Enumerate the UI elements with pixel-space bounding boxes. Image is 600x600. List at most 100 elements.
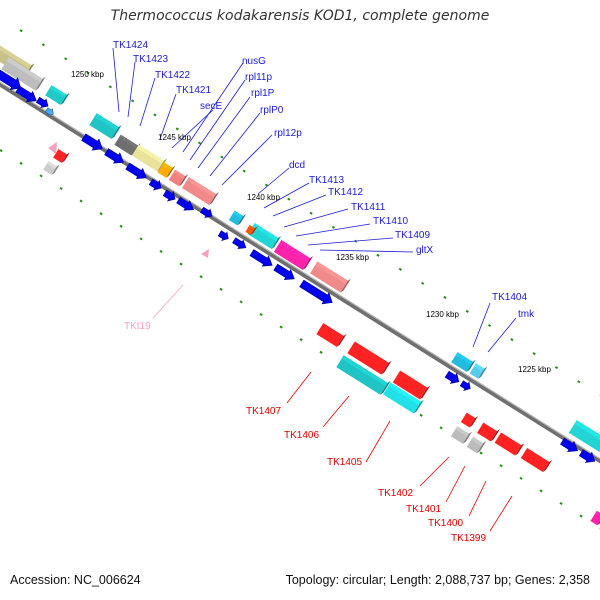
tick-mark: [119, 224, 123, 228]
cds-block-cap: [381, 360, 392, 375]
leader-line: [468, 480, 487, 517]
tick-tracks: [0, 29, 600, 530]
cds-block: [477, 422, 500, 442]
gene-label[interactable]: TK1424: [113, 40, 148, 51]
gene-label[interactable]: TK1421: [176, 85, 211, 96]
gene-label[interactable]: TK1409: [395, 230, 430, 241]
gene-label[interactable]: rplP0: [260, 105, 284, 116]
gene-label[interactable]: gltX: [416, 245, 434, 256]
cds-block-face: [316, 323, 344, 347]
cds-block: [336, 355, 391, 395]
gene-label[interactable]: TK1407: [246, 406, 281, 417]
trna-label[interactable]: TKt19: [124, 321, 151, 332]
cds-block-face: [45, 85, 67, 105]
cds-block-face: [520, 448, 550, 472]
trna-marker: [48, 142, 57, 154]
cds-block-cap: [271, 235, 282, 249]
tick-mark: [439, 426, 443, 430]
tick-mark: [519, 476, 523, 480]
cds-block-cap: [478, 366, 488, 379]
tick-mark: [499, 464, 503, 468]
gene-label[interactable]: TK1404: [492, 292, 527, 303]
cds-block-shine: [315, 261, 348, 285]
cds-block-face: [383, 382, 421, 414]
cds-arrow: [299, 279, 333, 305]
tick-mark: [421, 281, 425, 285]
gene-label[interactable]: TK1402: [378, 488, 413, 499]
cds-block-shine: [481, 422, 497, 435]
cds-block-cap: [466, 359, 476, 372]
cds-block-cap: [476, 441, 487, 454]
bottom-gene-labels: TK1407 TK1406 TK1405 TK1402 TK1401 TK140…: [246, 406, 486, 544]
cds-block-cap: [469, 415, 479, 428]
cds-block-shine: [173, 169, 186, 180]
gene-label[interactable]: TK1410: [373, 216, 408, 227]
scale-label: 1225 kbp: [518, 365, 551, 374]
gene-label[interactable]: dcd: [289, 160, 305, 171]
cds-block: [53, 149, 70, 163]
gene-label[interactable]: rpl1P: [251, 88, 275, 99]
tick-mark: [577, 380, 581, 384]
gene-label[interactable]: TK1411: [351, 202, 386, 213]
gene-label[interactable]: TK1405: [327, 457, 362, 468]
cds-block-shine: [232, 210, 244, 219]
cds-block-shine: [186, 176, 217, 198]
gene-label[interactable]: secE: [200, 101, 223, 112]
scale-label: 1250 kbp: [71, 70, 104, 79]
leader-line: [272, 194, 327, 217]
cds-arrow: [81, 133, 103, 151]
gene-label[interactable]: TK1422: [155, 70, 190, 81]
leader-line: [127, 61, 136, 118]
trna-leader-line: [152, 284, 184, 319]
tick-mark: [487, 323, 492, 328]
tick-mark: [287, 197, 291, 201]
cds-block-shine: [248, 225, 255, 231]
cds-block-cap: [60, 92, 70, 105]
cds-block-cap: [302, 256, 314, 270]
cds-block-shine: [455, 426, 470, 437]
cds-block-cap: [157, 158, 168, 172]
gene-label[interactable]: tmk: [518, 309, 535, 320]
cds-arrow: [444, 370, 460, 384]
trna-marker: [201, 249, 209, 258]
tick-mark: [179, 262, 183, 266]
cds-block-shine: [136, 144, 165, 164]
cds-block-shine: [118, 134, 138, 149]
gene-label[interactable]: rpl11p: [245, 72, 272, 83]
tick-mark: [259, 312, 263, 317]
cds-block-cap: [490, 429, 500, 442]
cds-block-face: [494, 432, 522, 456]
tick-mark: [175, 127, 179, 131]
gene-label[interactable]: TK1406: [284, 430, 319, 441]
tick-mark: [419, 413, 423, 417]
cds-arrow: [273, 263, 295, 281]
cds-arrow: [35, 96, 49, 108]
cds-block: [131, 144, 168, 172]
gene-label[interactable]: TK1423: [133, 54, 168, 65]
leader-line: [263, 182, 310, 209]
leader-line: [319, 249, 414, 253]
cds-block-cap: [462, 431, 473, 444]
gene-label[interactable]: TK1400: [428, 518, 463, 529]
cds-block-cap: [599, 450, 600, 452]
cds-arrow: [148, 178, 162, 191]
gene-label[interactable]: TK1413: [309, 175, 344, 186]
cds-arrow: [0, 69, 22, 91]
tick-mark: [331, 225, 336, 229]
cds-block-cap: [237, 213, 247, 226]
tick-mark: [309, 211, 313, 215]
gene-label[interactable]: TK1412: [328, 187, 363, 198]
cds-block-cap: [597, 520, 600, 526]
cds-block: [1, 57, 46, 91]
cds-arrow: [44, 107, 54, 117]
gene-label[interactable]: nusG: [242, 56, 266, 67]
cds-block-face: [181, 176, 217, 206]
cds-block: [273, 240, 314, 270]
cds-block: [45, 85, 70, 105]
gene-label[interactable]: rpl12p: [274, 128, 302, 139]
cds-block-face: [131, 144, 165, 172]
gene-label[interactable]: TK1401: [406, 504, 441, 515]
cds-block-shine: [499, 432, 522, 449]
gene-label[interactable]: TK1399: [451, 533, 486, 544]
tick-mark: [79, 199, 83, 203]
